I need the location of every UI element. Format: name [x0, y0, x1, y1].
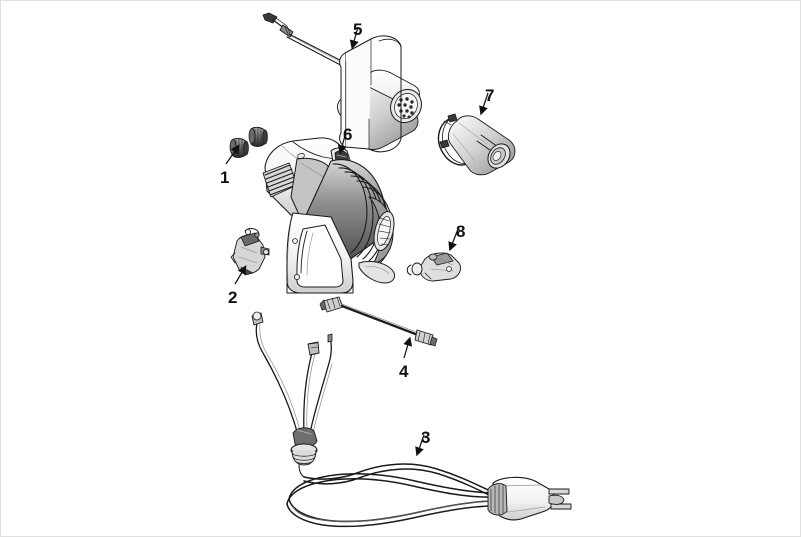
callout-arrow-6 [337, 131, 347, 155]
part-4-jumper-lead-wire [319, 296, 438, 347]
callout-arrow-7 [479, 92, 489, 116]
part-2-switch-trigger-assembly [230, 228, 270, 276]
part-1-brush-cap-bushings [229, 126, 268, 158]
callout-arrow-2 [234, 265, 247, 285]
callout-arrow-8 [448, 228, 459, 252]
callout-number-4: 4 [399, 362, 409, 381]
callout-arrow-5 [349, 26, 359, 50]
heat-gun-main-body [262, 137, 396, 294]
callout-leader-lines [225, 26, 489, 457]
part-3-power-cord-with-plug [251, 311, 572, 528]
callout-number-5: 5 [353, 20, 363, 39]
part-8-terminal-clip-assembly [406, 252, 462, 282]
callout-number-2: 2 [228, 288, 238, 307]
callout-arrow-4 [403, 336, 413, 359]
callout-number-7: 7 [485, 86, 495, 105]
callout-number-6: 6 [343, 125, 353, 144]
part-5-heating-element-assembly [262, 12, 422, 153]
callout-number-8: 8 [456, 222, 466, 241]
callout-number-3: 3 [421, 428, 431, 447]
callout-arrow-1 [225, 144, 240, 165]
callout-arrow-3 [415, 434, 425, 457]
callout-number-1: 1 [220, 168, 230, 187]
part-7-nozzle-attachment [437, 113, 516, 176]
